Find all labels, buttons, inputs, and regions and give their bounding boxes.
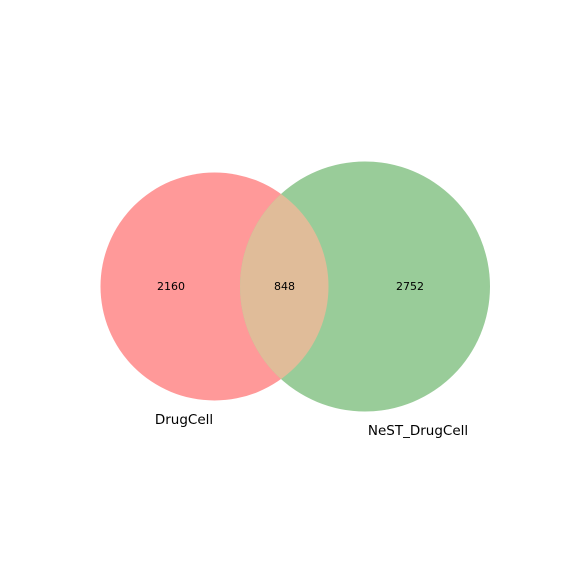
set-a-label: DrugCell xyxy=(155,412,213,428)
intersection-count: 848 xyxy=(274,280,295,293)
only-a-count: 2160 xyxy=(157,280,185,293)
set-b-label: NeST_DrugCell xyxy=(368,423,468,439)
only-b-count: 2752 xyxy=(396,280,424,293)
intersection-region xyxy=(240,172,329,401)
